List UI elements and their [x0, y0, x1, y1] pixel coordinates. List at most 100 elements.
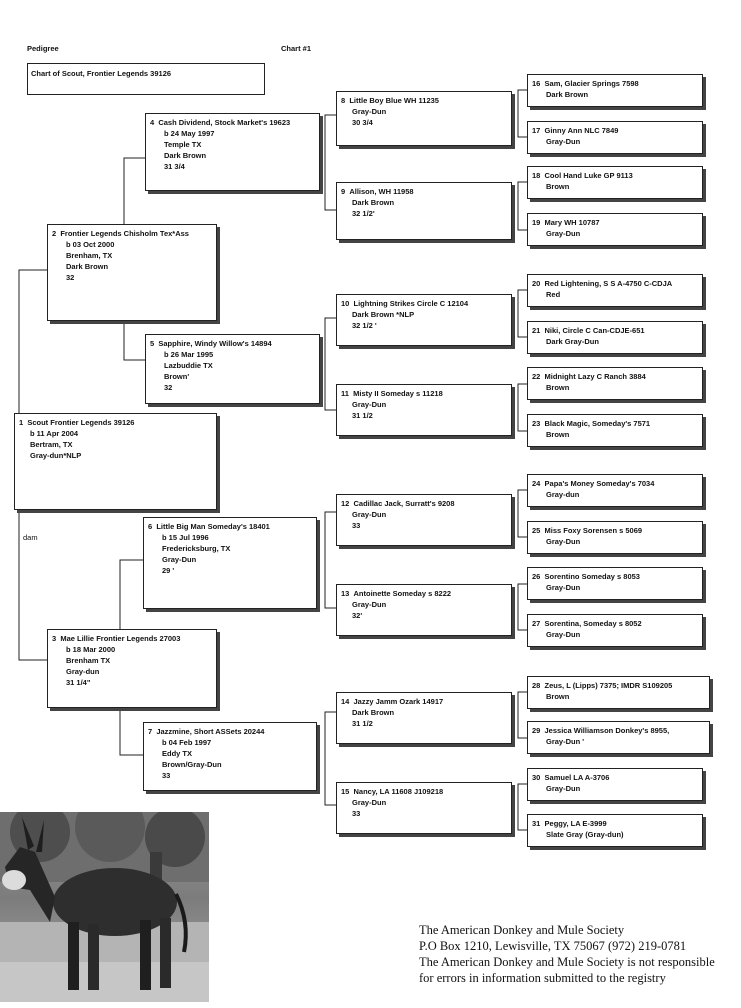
coat-color: Gray-Dun — [352, 798, 387, 807]
entry-number: 18 — [532, 171, 541, 180]
pedigree-box-6: 6 Little Big Man Someday's 18401 b 15 Ju… — [143, 517, 317, 609]
entry-number: 2 — [52, 229, 57, 238]
animal-name: Nancy, LA 11608 J109218 — [353, 787, 444, 796]
height: 31 3/4 — [164, 162, 185, 171]
animal-name: Lightning Strikes Circle C 12104 — [353, 299, 469, 308]
birth-date: b 26 Mar 1995 — [164, 350, 214, 359]
coat-color: Gray-Dun — [352, 400, 387, 409]
coat-color: Gray-dun — [546, 490, 580, 499]
animal-name: Sam, Glacier Springs 7598 — [544, 79, 639, 88]
pedigree-box-1: 1 Scout Frontier Legends 39126 b 11 Apr … — [14, 413, 217, 510]
coat-color: Dark Brown — [352, 708, 395, 717]
animal-name: Little Big Man Someday's 18401 — [156, 522, 270, 531]
birth-date: b 24 May 1997 — [164, 129, 215, 138]
entry-number: 11 — [341, 389, 349, 398]
entry-number: 26 — [532, 572, 541, 581]
birth-place: Bertram, TX — [30, 440, 73, 449]
animal-name: Jazzmine, Short ASSets 20244 — [156, 727, 265, 736]
pedigree-box-3: 3 Mae Lillie Frontier Legends 27003 b 18… — [47, 629, 217, 708]
entry-number: 17 — [532, 126, 541, 135]
height: 30 3/4 — [352, 118, 373, 127]
height: 33 — [352, 809, 361, 818]
coat-color: Gray-Dun — [352, 600, 387, 609]
chart-number: Chart #1 — [281, 44, 312, 53]
entry-number: 12 — [341, 499, 350, 508]
entry-number: 6 — [148, 522, 153, 531]
height: 33 — [162, 771, 171, 780]
pedigree-box-13: 13 Antoinette Someday s 8222 Gray-Dun 32… — [336, 584, 512, 636]
coat-color: Gray-Dun — [546, 537, 581, 546]
entry-number: 7 — [148, 727, 153, 736]
animal-name: Red Lightening, S S A-4750 C-CDJA — [544, 279, 673, 288]
pedigree-box-4: 4 Cash Dividend, Stock Market's 19623 b … — [145, 113, 320, 191]
coat-color: Gray-Dun — [546, 137, 581, 146]
coat-color: Slate Gray (Gray-dun) — [546, 830, 624, 839]
animal-name: Papa's Money Someday's 7034 — [544, 479, 655, 488]
height: 32 — [66, 273, 75, 282]
entry-number: 28 — [532, 681, 541, 690]
coat-color: Dark Brown — [546, 90, 589, 99]
animal-name: Frontier Legends Chisholm Tex*Ass — [60, 229, 189, 238]
donkey-photo — [0, 812, 209, 1002]
coat-color: Dark Gray-Dun — [546, 337, 599, 346]
pedigree-box-8: 8 Little Boy Blue WH 11235 Gray-Dun 30 3… — [336, 91, 512, 146]
society-footer: The American Donkey and Mule Society P.O… — [419, 922, 715, 986]
animal-name: Black Magic, Someday's 7571 — [544, 419, 651, 428]
entry-number: 21 — [532, 326, 541, 335]
pedigree-box-19: 19 Mary WH 10787 Gray-Dun — [527, 213, 703, 246]
pedigree-box-27: 27 Sorentina, Someday s 8052 Gray-Dun — [527, 614, 703, 647]
entry-number: 9 — [341, 187, 346, 196]
animal-name: Mae Lillie Frontier Legends 27003 — [60, 634, 181, 643]
birth-place: Fredericksburg, TX — [162, 544, 231, 553]
animal-name: Misty II Someday s 11218 — [353, 389, 443, 398]
pedigree-box-17: 17 Ginny Ann NLC 7849 Gray-Dun — [527, 121, 703, 154]
entry-number: 10 — [341, 299, 350, 308]
pedigree-box-15: 15 Nancy, LA 11608 J109218 Gray-Dun 33 — [336, 782, 512, 834]
pedigree-box-22: 22 Midnight Lazy C Ranch 3884 Brown — [527, 367, 703, 400]
pedigree-box-9: 9 Allison, WH 11958 Dark Brown 32 1/2' — [336, 182, 512, 240]
animal-name: Scout Frontier Legends 39126 — [27, 418, 135, 427]
coat-color: Brown — [546, 182, 570, 191]
animal-name: Peggy, LA E-3999 — [544, 819, 607, 828]
entry-number: 25 — [532, 526, 541, 535]
animal-name: Cool Hand Luke GP 9113 — [544, 171, 633, 180]
animal-name: Mary WH 10787 — [544, 218, 600, 227]
pedigree-box-31: 31 Peggy, LA E-3999 Slate Gray (Gray-dun… — [527, 814, 703, 847]
pedigree-box-20: 20 Red Lightening, S S A-4750 C-CDJA Red — [527, 274, 703, 307]
entry-number: 30 — [532, 773, 541, 782]
coat-color: Gray-Dun — [352, 510, 387, 519]
height: 31 1/4" — [66, 678, 91, 687]
coat-color: Gray-Dun — [546, 583, 581, 592]
pedigree-box-2: 2 Frontier Legends Chisholm Tex*Ass b 03… — [47, 224, 217, 321]
pedigree-box-11: 11 Misty II Someday s 11218 Gray-Dun 31 … — [336, 384, 512, 436]
pedigree-box-24: 24 Papa's Money Someday's 7034 Gray-dun — [527, 474, 703, 507]
coat-color: Gray-Dun ' — [546, 737, 585, 746]
pedigree-box-23: 23 Black Magic, Someday's 7571 Brown — [527, 414, 703, 447]
animal-name: Miss Foxy Sorensen s 5069 — [544, 526, 643, 535]
pedigree-box-14: 14 Jazzy Jamm Ozark 14917 Dark Brown 31 … — [336, 692, 512, 744]
pedigree-box-30: 30 Samuel LA A-3706 Gray-Dun — [527, 768, 703, 801]
coat-color: Gray-Dun — [546, 229, 581, 238]
birth-place: Brenham TX — [66, 656, 111, 665]
birth-place: Eddy TX — [162, 749, 193, 758]
coat-color: Brown — [546, 383, 570, 392]
entry-number: 20 — [532, 279, 541, 288]
animal-name: Niki, Circle C Can-CDJE-651 — [544, 326, 645, 335]
entry-number: 29 — [532, 726, 541, 735]
chart-of-subject: Scout, Frontier Legends 39126 — [61, 69, 172, 78]
animal-name: Sapphire, Windy Willow's 14894 — [158, 339, 272, 348]
pedigree-box-12: 12 Cadillac Jack, Surratt's 9208 Gray-Du… — [336, 494, 512, 546]
animal-name: Jessica Williamson Donkey's 8955, — [544, 726, 670, 735]
animal-name: Cadillac Jack, Surratt's 9208 — [353, 499, 455, 508]
height: 29 ' — [162, 566, 175, 575]
disclaimer-line2: for errors in information submitted to t… — [419, 971, 666, 985]
birth-place: Brenham, TX — [66, 251, 113, 260]
height: 32 — [164, 383, 173, 392]
entry-number: 16 — [532, 79, 541, 88]
animal-name: Sorentina, Someday s 8052 — [544, 619, 642, 628]
entry-number: 24 — [532, 479, 541, 488]
animal-name: Cash Dividend, Stock Market's 19623 — [158, 118, 291, 127]
pedigree-box-26: 26 Sorentino Someday s 8053 Gray-Dun — [527, 567, 703, 600]
pedigree-box-5: 5 Sapphire, Windy Willow's 14894 b 26 Ma… — [145, 334, 320, 404]
coat-color: Dark Brown — [352, 198, 395, 207]
